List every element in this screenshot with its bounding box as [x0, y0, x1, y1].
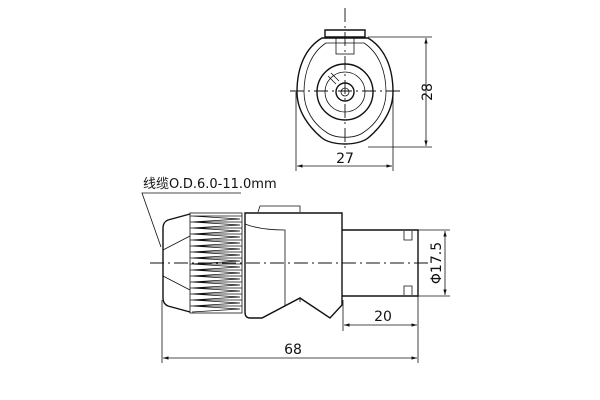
latch-bumps	[257, 205, 301, 213]
front-length-dimension-label: 20	[374, 309, 392, 325]
grip-nut	[189, 212, 243, 314]
insert-ring	[316, 63, 374, 121]
diameter-dimension-label: Φ17.5	[429, 242, 445, 284]
total-length-dimension-label: 68	[284, 342, 302, 358]
latch-window	[335, 37, 355, 55]
width-dimension-label: 27	[336, 151, 354, 167]
cable-label-leader	[141, 192, 241, 248]
cable-cap	[162, 213, 191, 313]
height-dimension-label: 28	[420, 83, 436, 101]
latch-tab	[324, 29, 366, 38]
center-contact	[335, 82, 355, 102]
body-housing	[244, 212, 343, 319]
cap-taper	[162, 235, 191, 291]
key-slot	[327, 72, 340, 85]
front-view: 28 27	[290, 8, 436, 171]
tube-slots	[403, 231, 413, 295]
body-contour	[244, 223, 301, 306]
insert-inner-ring	[324, 71, 366, 113]
outer-housing	[296, 37, 394, 145]
grip-knurling	[190, 215, 242, 313]
front-tube	[342, 229, 419, 297]
inner-housing	[303, 42, 387, 138]
center-pin	[340, 87, 350, 97]
side-view: Φ17.5 20 68	[150, 205, 450, 363]
cable-od-label: 线缆O.D.6.0-11.0mm	[143, 176, 277, 192]
